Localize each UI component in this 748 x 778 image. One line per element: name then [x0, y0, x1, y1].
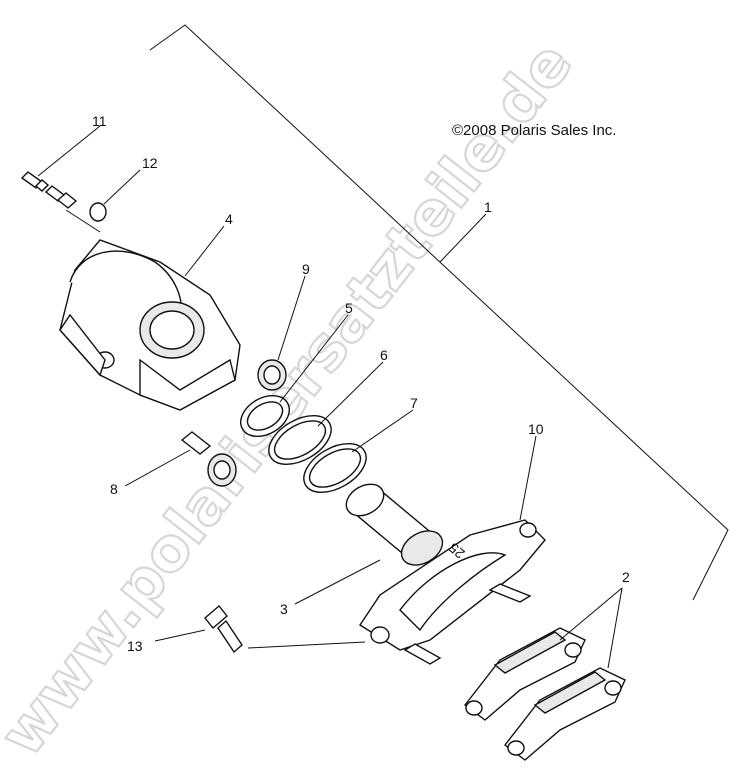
callout-1: 1 — [484, 199, 492, 215]
callout-5: 5 — [345, 300, 353, 316]
callout-4: 4 — [225, 211, 233, 227]
part-3-piston — [345, 483, 444, 566]
part-13-bolt — [204, 604, 243, 654]
watermark-text: www.polarisersatzteile.de — [0, 29, 586, 769]
part-11-fittings — [20, 171, 101, 233]
part-2-pads — [464, 627, 626, 761]
assembly-bracket — [149, 24, 729, 601]
part-7-ring — [303, 443, 367, 493]
callout-8: 8 — [110, 481, 118, 497]
leader-lines — [37, 125, 623, 669]
callout-10: 10 — [528, 421, 544, 437]
callout-12: 12 — [142, 155, 158, 171]
callout-6: 6 — [380, 347, 388, 363]
callout-2: 2 — [622, 569, 630, 585]
callout-11: 11 — [92, 113, 107, 129]
callout-3: 3 — [280, 601, 288, 617]
callout-7: 7 — [410, 395, 418, 411]
part-5-ring — [240, 395, 290, 437]
part-6-ring — [268, 415, 332, 465]
callout-labels: 1 2 3 4 5 6 7 8 9 10 11 12 13 — [92, 113, 630, 654]
callout-13: 13 — [127, 638, 143, 654]
part-10-bracket: 25 — [359, 519, 546, 665]
part-12-cap — [89, 202, 107, 222]
copyright-notice: ©2008 Polaris Sales Inc. — [452, 122, 616, 139]
part-4-caliper-body — [59, 239, 241, 411]
watermark: www.polarisersatzteile.de — [0, 28, 587, 770]
callout-9: 9 — [302, 261, 310, 277]
part-8-bleeder — [180, 431, 237, 487]
part-9-seal — [257, 359, 287, 391]
